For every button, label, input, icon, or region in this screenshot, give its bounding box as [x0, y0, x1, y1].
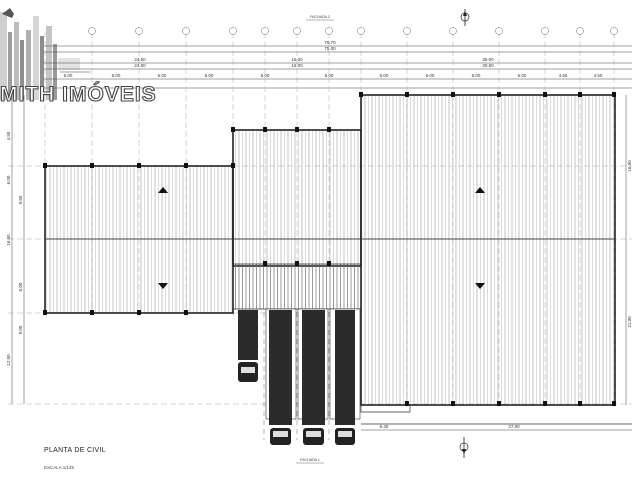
logo-wordmark: MITH IMÓVEIS: [0, 82, 157, 106]
svg-text:6.00: 6.00: [64, 73, 73, 78]
svg-text:6.40: 6.40: [380, 424, 389, 429]
svg-text:6.00: 6.00: [112, 73, 121, 78]
svg-text:6.00: 6.00: [205, 73, 214, 78]
facade-bottom-label: FACHADA 1: [300, 458, 320, 462]
dimension-labels-right: 16.00 21.00: [627, 160, 632, 328]
svg-text:76.70: 76.70: [324, 40, 336, 45]
svg-text:16.00: 16.00: [6, 234, 11, 246]
roof-slope-arrow-icons: [158, 187, 485, 289]
svg-text:16.00: 16.00: [627, 160, 632, 172]
truck-icons: [238, 310, 355, 445]
svg-text:6.00: 6.00: [6, 175, 11, 184]
svg-text:16.00: 16.00: [291, 63, 303, 68]
svg-text:6.00: 6.00: [426, 73, 435, 78]
svg-text:30.50: 30.50: [482, 63, 494, 68]
svg-text:27.00: 27.00: [508, 424, 520, 429]
svg-text:75.00: 75.00: [324, 46, 336, 51]
svg-text:6.00: 6.00: [518, 73, 527, 78]
section-marker-top-icon: [460, 9, 470, 26]
drawing-scale: ESCALA 1/125: [44, 465, 75, 470]
dimension-lines-left: [11, 95, 25, 404]
svg-text:6.00: 6.00: [261, 73, 270, 78]
top-dimensions: [44, 45, 632, 89]
dimension-labels-left: 4.50 6.00 9.60 16.00 6.00 9.00 12.00: [6, 131, 23, 366]
svg-text:9.00: 9.00: [18, 325, 23, 334]
drawing-title: PLANTA DE CIVIL: [44, 447, 106, 454]
svg-text:12.00: 12.00: [6, 354, 11, 366]
dimension-labels-top: 76.70 75.00 24.50 24.00 16.00 16.00 35.0…: [64, 40, 603, 78]
svg-text:24.00: 24.00: [134, 63, 146, 68]
building-middle-block: [232, 129, 362, 310]
svg-text:6.00: 6.00: [18, 282, 23, 291]
dimension-labels-bottom: 6.40 27.00: [380, 424, 521, 429]
svg-text:9.60: 9.60: [18, 195, 23, 204]
svg-text:21.00: 21.00: [627, 316, 632, 328]
svg-text:6.00: 6.00: [325, 73, 334, 78]
svg-text:4.50: 4.50: [559, 73, 568, 78]
svg-text:4.50: 4.50: [594, 73, 603, 78]
facade-top-label: FACHADA 2: [310, 15, 330, 19]
svg-text:6.00: 6.00: [158, 73, 167, 78]
building-left-block: [44, 165, 234, 314]
grid-bubbles: [88, 27, 618, 35]
svg-text:6.00: 6.00: [472, 73, 481, 78]
svg-text:16.00: 16.00: [291, 57, 303, 62]
annex-outline: [360, 405, 632, 425]
section-marker-bottom-icon: [459, 437, 469, 458]
svg-text:6.00: 6.00: [380, 73, 389, 78]
svg-text:24.50: 24.50: [134, 57, 146, 62]
svg-text:4.50: 4.50: [6, 131, 11, 140]
pillars: [43, 92, 616, 406]
building-right-block: [360, 94, 616, 406]
svg-text:35.00: 35.00: [482, 57, 494, 62]
